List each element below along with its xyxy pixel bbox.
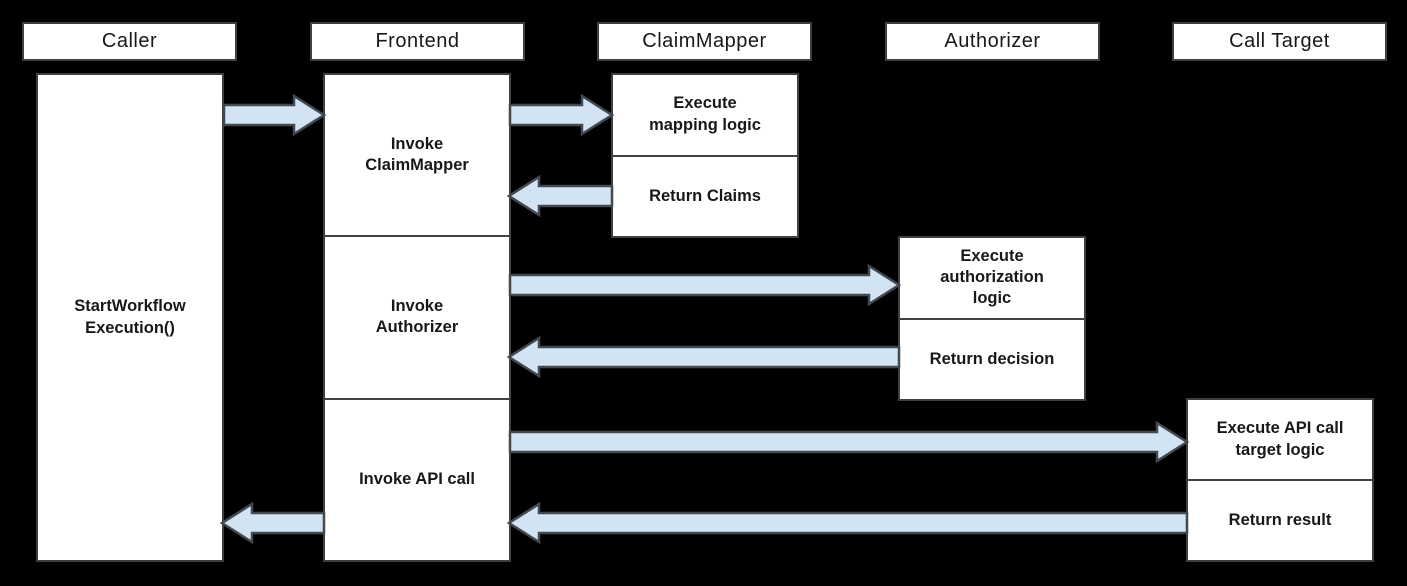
activation-call-target: Execute API call target logic Return res…: [1186, 398, 1374, 562]
step-execute-api-call-target-logic: Execute API call target logic: [1216, 419, 1344, 459]
step-execute-mapping-logic: Execute mapping logic: [649, 94, 761, 134]
lane-header-frontend: Frontend: [310, 22, 525, 61]
lane-header-authorizer: Authorizer: [885, 22, 1100, 61]
lane-header-authorizer-label: Authorizer: [944, 30, 1041, 52]
step-invoke-api-call: Invoke API call: [325, 397, 509, 560]
lane-header-claimmapper: ClaimMapper: [597, 22, 812, 61]
step-invoke-authorizer: Invoke Authorizer: [325, 235, 509, 397]
lane-header-claimmapper-label: ClaimMapper: [642, 30, 767, 52]
arrow-frontend-to-claimmapper: [508, 93, 615, 137]
lane-header-frontend-label: Frontend: [375, 30, 460, 52]
step-execute-authorization-logic: Execute authorization logic: [940, 246, 1044, 308]
lane-header-caller-label: Caller: [101, 30, 158, 52]
arrow-frontend-to-caller-return: [219, 501, 326, 545]
arrow-claimmapper-to-frontend-return-claims: [506, 174, 614, 218]
step-return-decision: Return decision: [900, 317, 1084, 400]
activation-claimmapper: Execute mapping logic Return Claims: [611, 73, 799, 238]
activation-caller: StartWorkflow Execution(): [36, 73, 224, 562]
step-startworkflowexecution: StartWorkflow Execution(): [74, 297, 186, 337]
arrow-caller-to-frontend: [222, 93, 327, 137]
step-return-result: Return result: [1188, 479, 1372, 560]
lane-header-call-target-label: Call Target: [1229, 30, 1330, 52]
arrow-frontend-to-authorizer: [508, 263, 902, 307]
lane-header-call-target: Call Target: [1172, 22, 1387, 61]
arrow-authorizer-to-frontend-return-decision: [506, 335, 901, 379]
arrow-call-target-to-frontend-return-result: [506, 501, 1189, 545]
step-return-claims: Return Claims: [613, 154, 797, 237]
activation-authorizer: Execute authorization logic Return decis…: [898, 236, 1086, 401]
activation-frontend: Invoke ClaimMapper Invoke Authorizer Inv…: [323, 73, 511, 562]
lane-header-caller: Caller: [22, 22, 237, 61]
step-invoke-claimmapper: Invoke ClaimMapper: [365, 134, 469, 175]
arrow-frontend-to-call-target: [508, 420, 1190, 464]
